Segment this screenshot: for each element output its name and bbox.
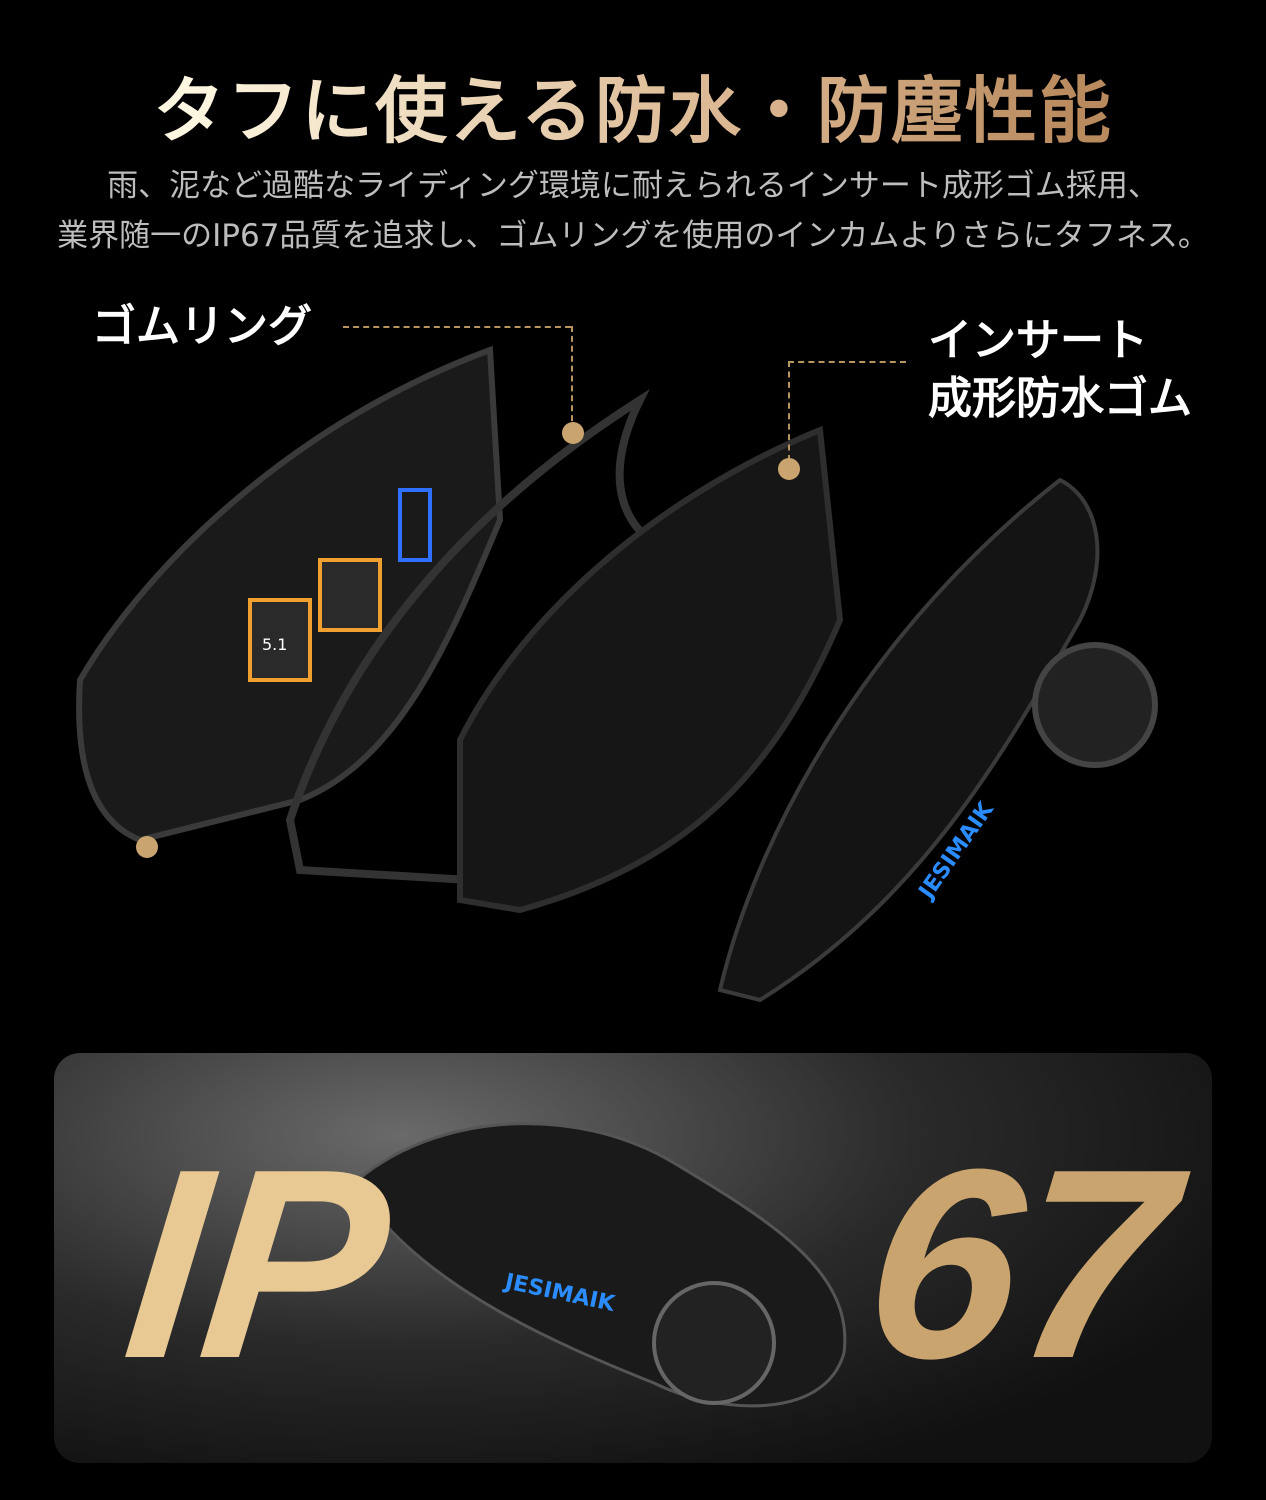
speaker-knob bbox=[1032, 642, 1158, 768]
rating-ip: IP bbox=[114, 1114, 401, 1415]
blue-chip bbox=[398, 488, 432, 562]
back-plate bbox=[76, 345, 504, 844]
description-line-2: 業界随一のIP67品質を追求し、ゴムリングを使用のインカムよりさらにタフネス。 bbox=[57, 218, 1209, 254]
leader-line bbox=[571, 326, 573, 431]
wet-product-photo: JESIMAIK bbox=[352, 1122, 847, 1408]
leader-line bbox=[788, 361, 906, 363]
rating-67: 67 bbox=[854, 1114, 1187, 1415]
ip67-photo-panel: JESIMAIK bbox=[54, 1053, 1212, 1463]
callout-dot bbox=[778, 458, 800, 480]
middle-housing bbox=[457, 425, 844, 914]
callout-rubber-ring: ゴムリング bbox=[92, 301, 312, 352]
chip-label: 5.1 bbox=[262, 635, 287, 654]
exploded-product-illustration: 5.1 JESIMAIK bbox=[0, 290, 1266, 1030]
circuit-chip bbox=[248, 598, 312, 682]
callout-dot bbox=[136, 836, 158, 858]
callout-insert-line-2: 成形防水ゴム bbox=[928, 373, 1192, 424]
leader-line bbox=[788, 361, 790, 461]
description-line-1: 雨、泥など過酷なライディング環境に耐えられるインサート成形ゴム採用、 bbox=[107, 168, 1159, 204]
page-title: タフに使える防水・防塵性能 bbox=[0, 52, 1266, 157]
front-unit bbox=[717, 477, 1100, 1003]
leader-line bbox=[343, 326, 571, 328]
circuit-chip bbox=[318, 558, 382, 632]
callout-insert-line-1: インサート bbox=[928, 315, 1148, 366]
callout-dot bbox=[562, 422, 584, 444]
